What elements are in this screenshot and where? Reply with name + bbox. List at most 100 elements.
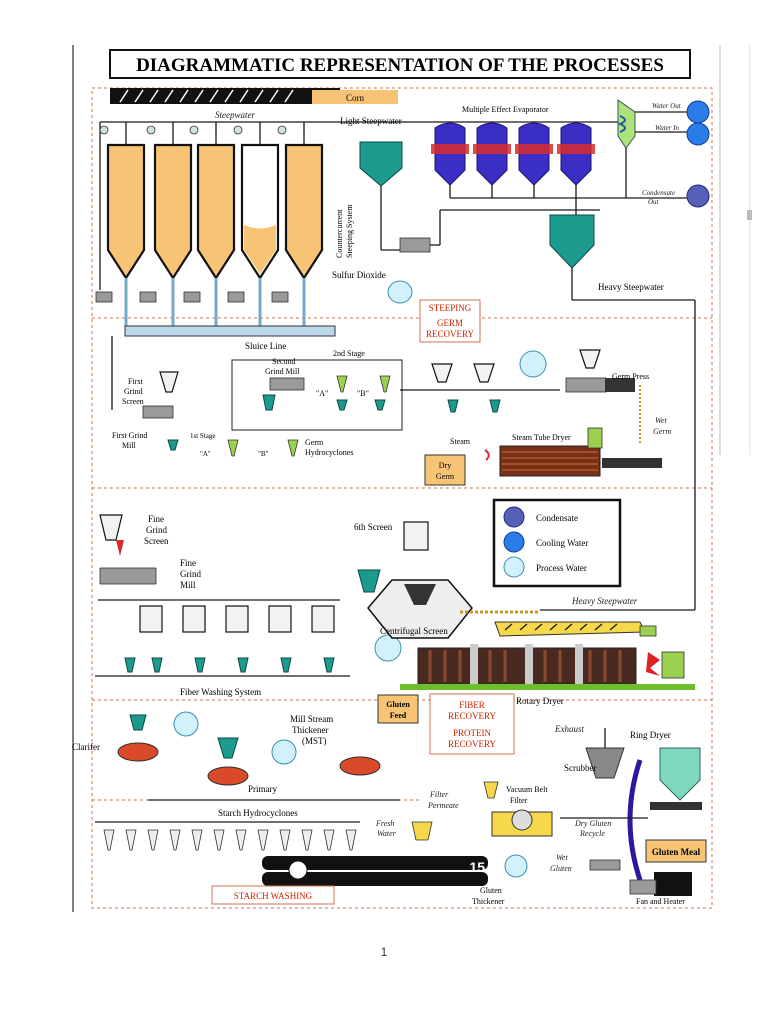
steepwater-label: Steepwater xyxy=(215,110,255,120)
stage2-tank-b xyxy=(374,399,386,411)
page-title: DIAGRAMMATIC REPRESENTATION OF THE PROCE… xyxy=(136,55,664,76)
legend-condensate-label: Condensate xyxy=(536,513,578,523)
sluice-line-label: Sluice Line xyxy=(245,341,286,351)
rotary-dryer-rings xyxy=(470,644,583,688)
legend-condensate-icon xyxy=(503,506,525,528)
protein-recovery-label-1: PROTEIN xyxy=(453,728,492,738)
dryer-conveyor xyxy=(602,458,662,468)
germ-press-body xyxy=(605,378,635,392)
steam-tube-dryer-label: Steam Tube Dryer xyxy=(512,433,571,442)
fiber-washing-screens xyxy=(124,605,335,673)
first-grind-mill xyxy=(142,405,174,419)
fan-and-heater-label: Fan and Heater xyxy=(636,897,685,906)
first-grind-screen-label-3: Screen xyxy=(122,397,144,406)
gluten-feed-box xyxy=(377,694,419,724)
wet-germ-label-1: Wet xyxy=(655,416,667,425)
fresh-water-label-2: Water xyxy=(377,829,397,838)
steep-silos xyxy=(106,143,324,281)
corn-conveyor xyxy=(110,88,340,104)
title-box xyxy=(109,49,691,79)
gluten-meal-box xyxy=(645,839,707,863)
centrifugal-cone xyxy=(404,584,436,605)
ring-dryer-duct xyxy=(627,759,643,881)
vacuum-belt-filter-label-1: Vacuum Belt xyxy=(506,785,548,794)
fine-grind-mill xyxy=(99,567,157,585)
steep-silo-4-fill xyxy=(244,225,276,274)
process-water-circle-germ xyxy=(519,350,547,378)
permeate-tank xyxy=(411,821,433,841)
germ-screen-tank-2 xyxy=(489,399,501,413)
dry-gluten-recycle-label-1: Dry Gluten xyxy=(574,819,611,828)
stage2-a-label: "A" xyxy=(316,389,328,398)
hydrocyclone-1b xyxy=(287,439,299,457)
gluten-mixer xyxy=(589,859,621,871)
rotary-dryer-ribs xyxy=(428,650,622,682)
dry-germ-label-2: Germ xyxy=(436,472,455,481)
legend-process-water-icon xyxy=(503,556,525,578)
overlay-band-top xyxy=(262,856,488,870)
germ-screen-2 xyxy=(473,363,495,383)
ring-dryer-label: Ring Dryer xyxy=(630,730,671,740)
scrubber-label: Scrubber xyxy=(564,763,597,773)
first-grind-mill-label-1: First Grind xyxy=(112,431,147,440)
second-stage-label: 2nd Stage xyxy=(333,349,365,358)
mst-label-3: (MST) xyxy=(302,736,327,746)
scroll-thumb[interactable] xyxy=(747,210,752,220)
steep-silo-1 xyxy=(106,143,146,281)
germ-recovery-label-2: RECOVERY xyxy=(426,329,475,339)
mixing-conveyor-screw xyxy=(504,623,618,631)
centrifugal-screen xyxy=(367,579,473,639)
second-stage-box xyxy=(231,359,403,431)
steep-silo-3 xyxy=(196,143,236,281)
vacuum-belt-filter-label-2: Filter xyxy=(510,796,528,805)
dryer-stripes xyxy=(502,451,598,471)
mst-label-1: Mill Stream xyxy=(290,714,333,724)
wet-gluten-label-2: Gluten xyxy=(550,864,572,873)
germ-press-machine xyxy=(565,377,607,393)
germ-screen-1 xyxy=(431,363,453,383)
fan-and-heater xyxy=(654,872,692,896)
gluten-feed-label-2: Feed xyxy=(390,711,407,720)
fine-screen-outlet xyxy=(116,540,124,556)
primary-centrifuge xyxy=(207,766,249,786)
filter-permeate-label-2: Permeate xyxy=(427,801,459,810)
steeping-label: STEEPING xyxy=(429,303,472,313)
steep-silo-5 xyxy=(284,143,324,281)
condenser-coil xyxy=(617,115,626,133)
fiber-recovery-label-1: FIBER xyxy=(459,700,485,710)
countercurrent-label-2: Steeping System xyxy=(345,204,354,258)
silo-top-pipes xyxy=(99,122,305,290)
clarifier-centrifuge xyxy=(117,742,159,762)
water-in-label: Water In xyxy=(655,124,680,132)
primary-feed-tank xyxy=(217,737,239,759)
fiber-washing-system-label: Fiber Washing System xyxy=(180,687,261,697)
dry-gluten-recycle-label-2: Recycle xyxy=(579,829,605,838)
heavy-steepwater-tank xyxy=(549,214,595,269)
second-mill-tank xyxy=(262,394,276,411)
conveyor-motor xyxy=(639,625,657,637)
steam-label: Steam xyxy=(450,437,471,446)
steep-silo-2 xyxy=(153,143,193,281)
germ-press-label: Germ Press xyxy=(612,372,649,381)
vacuum-drum xyxy=(511,809,533,831)
steam-tube-dryer xyxy=(499,445,601,477)
fiber-recovery-label-2: RECOVERY xyxy=(448,711,497,721)
water-out-label: Water Out xyxy=(652,102,682,110)
process-water-circle-mst xyxy=(271,739,297,765)
starch-washing-box xyxy=(211,885,335,905)
dryer-motor xyxy=(587,427,603,449)
germ-hydrocyclones-label-1: Germ xyxy=(305,438,324,447)
stage1-b-label: "B" xyxy=(258,450,269,458)
overlay-number: 15 xyxy=(469,859,485,875)
germ-screen-tank-1 xyxy=(447,399,459,413)
gluten-meal-label: Gluten Meal xyxy=(652,847,701,857)
sulfur-dioxide-label: Sulfur Dioxide xyxy=(332,270,386,280)
cooling-water-in-circle xyxy=(686,122,710,146)
evaporator-label: Multiple Effect Evaporator xyxy=(462,105,549,114)
process-water-circle-steep xyxy=(387,280,413,304)
dry-germ-label-1: Dry xyxy=(439,461,451,470)
conveyor-hatching xyxy=(119,89,294,103)
wet-germ-label-2: Germ xyxy=(653,427,671,436)
second-grind-mill-label-2: Grind Mill xyxy=(265,367,300,376)
